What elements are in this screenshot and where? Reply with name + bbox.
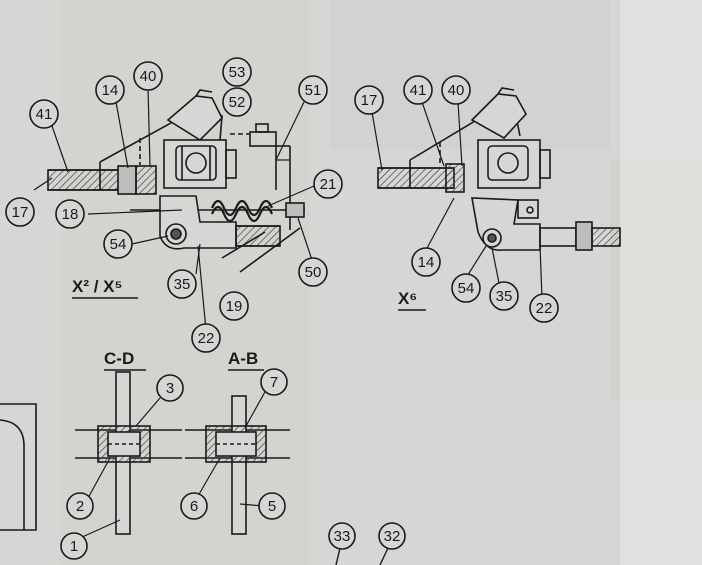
callout-14a: 14 <box>95 75 125 105</box>
callout-14b: 14 <box>411 247 441 277</box>
callout-35b: 35 <box>489 281 519 311</box>
svg-text:41: 41 <box>410 82 427 99</box>
callout-41b: 41 <box>403 75 433 105</box>
callout-22b: 22 <box>529 293 559 323</box>
svg-text:6: 6 <box>190 498 198 515</box>
svg-text:51: 51 <box>305 82 322 99</box>
leader-lines <box>33 87 543 539</box>
view-labels: X² / X⁵ X⁶ C-D A-B <box>72 277 426 371</box>
svg-text:5: 5 <box>268 498 276 515</box>
callout-40a: 40 <box>133 61 163 91</box>
svg-text:18: 18 <box>62 206 79 223</box>
svg-text:35: 35 <box>174 276 191 293</box>
assembly-x6 <box>377 87 621 251</box>
svg-text:32: 32 <box>384 528 401 545</box>
svg-text:17: 17 <box>361 92 378 109</box>
svg-text:50: 50 <box>305 264 322 281</box>
view-label-x2-x5: X² / X⁵ <box>72 277 123 296</box>
section-a-b <box>185 395 290 535</box>
svg-text:14: 14 <box>102 82 119 99</box>
callout-19: 19 <box>219 291 249 321</box>
callout-2: 2 <box>66 492 94 520</box>
svg-text:2: 2 <box>76 498 84 515</box>
svg-text:19: 19 <box>226 298 243 315</box>
callout-18: 18 <box>55 199 85 229</box>
section-label-a-b: A-B <box>228 349 258 368</box>
svg-text:14: 14 <box>418 254 435 271</box>
svg-text:22: 22 <box>198 330 215 347</box>
edge-fragment <box>0 403 37 531</box>
view-label-x6: X⁶ <box>398 289 417 308</box>
svg-text:33: 33 <box>334 528 351 545</box>
callout-41a: 41 <box>29 99 59 129</box>
svg-text:21: 21 <box>320 176 337 193</box>
svg-text:17: 17 <box>12 204 29 221</box>
callout-1: 1 <box>60 532 88 560</box>
svg-text:41: 41 <box>36 106 53 123</box>
callout-54b: 54 <box>451 273 481 303</box>
callout-22a: 22 <box>191 323 221 353</box>
callout-53: 53 <box>222 57 252 87</box>
callout-bubbles: 41 14 40 53 52 51 17 18 21 54 50 35 19 2… <box>5 57 559 560</box>
svg-text:52: 52 <box>229 94 246 111</box>
callout-51: 51 <box>298 75 328 105</box>
callout-33: 33 <box>328 522 356 550</box>
svg-text:7: 7 <box>270 374 278 391</box>
callout-40b: 40 <box>441 75 471 105</box>
callout-54a: 54 <box>103 229 133 259</box>
callout-52: 52 <box>222 87 252 117</box>
section-c-d <box>75 371 182 535</box>
svg-text:54: 54 <box>458 280 475 297</box>
svg-text:40: 40 <box>140 68 157 85</box>
callout-5: 5 <box>258 492 286 520</box>
assembly-x2-x5 <box>47 89 305 273</box>
callout-6: 6 <box>180 492 208 520</box>
svg-text:53: 53 <box>229 64 246 81</box>
callout-50: 50 <box>298 257 328 287</box>
svg-text:40: 40 <box>448 82 465 99</box>
callout-32: 32 <box>378 522 406 550</box>
callout-17a: 17 <box>5 197 35 227</box>
callout-35a: 35 <box>167 269 197 299</box>
callout-21: 21 <box>313 169 343 199</box>
svg-text:1: 1 <box>70 538 78 555</box>
svg-text:54: 54 <box>110 236 127 253</box>
callout-3: 3 <box>156 374 184 402</box>
svg-text:22: 22 <box>536 300 553 317</box>
callout-17b: 17 <box>354 85 384 115</box>
callout-7: 7 <box>260 368 288 396</box>
svg-text:3: 3 <box>166 380 174 397</box>
svg-text:35: 35 <box>496 288 513 305</box>
section-label-c-d: C-D <box>104 349 134 368</box>
